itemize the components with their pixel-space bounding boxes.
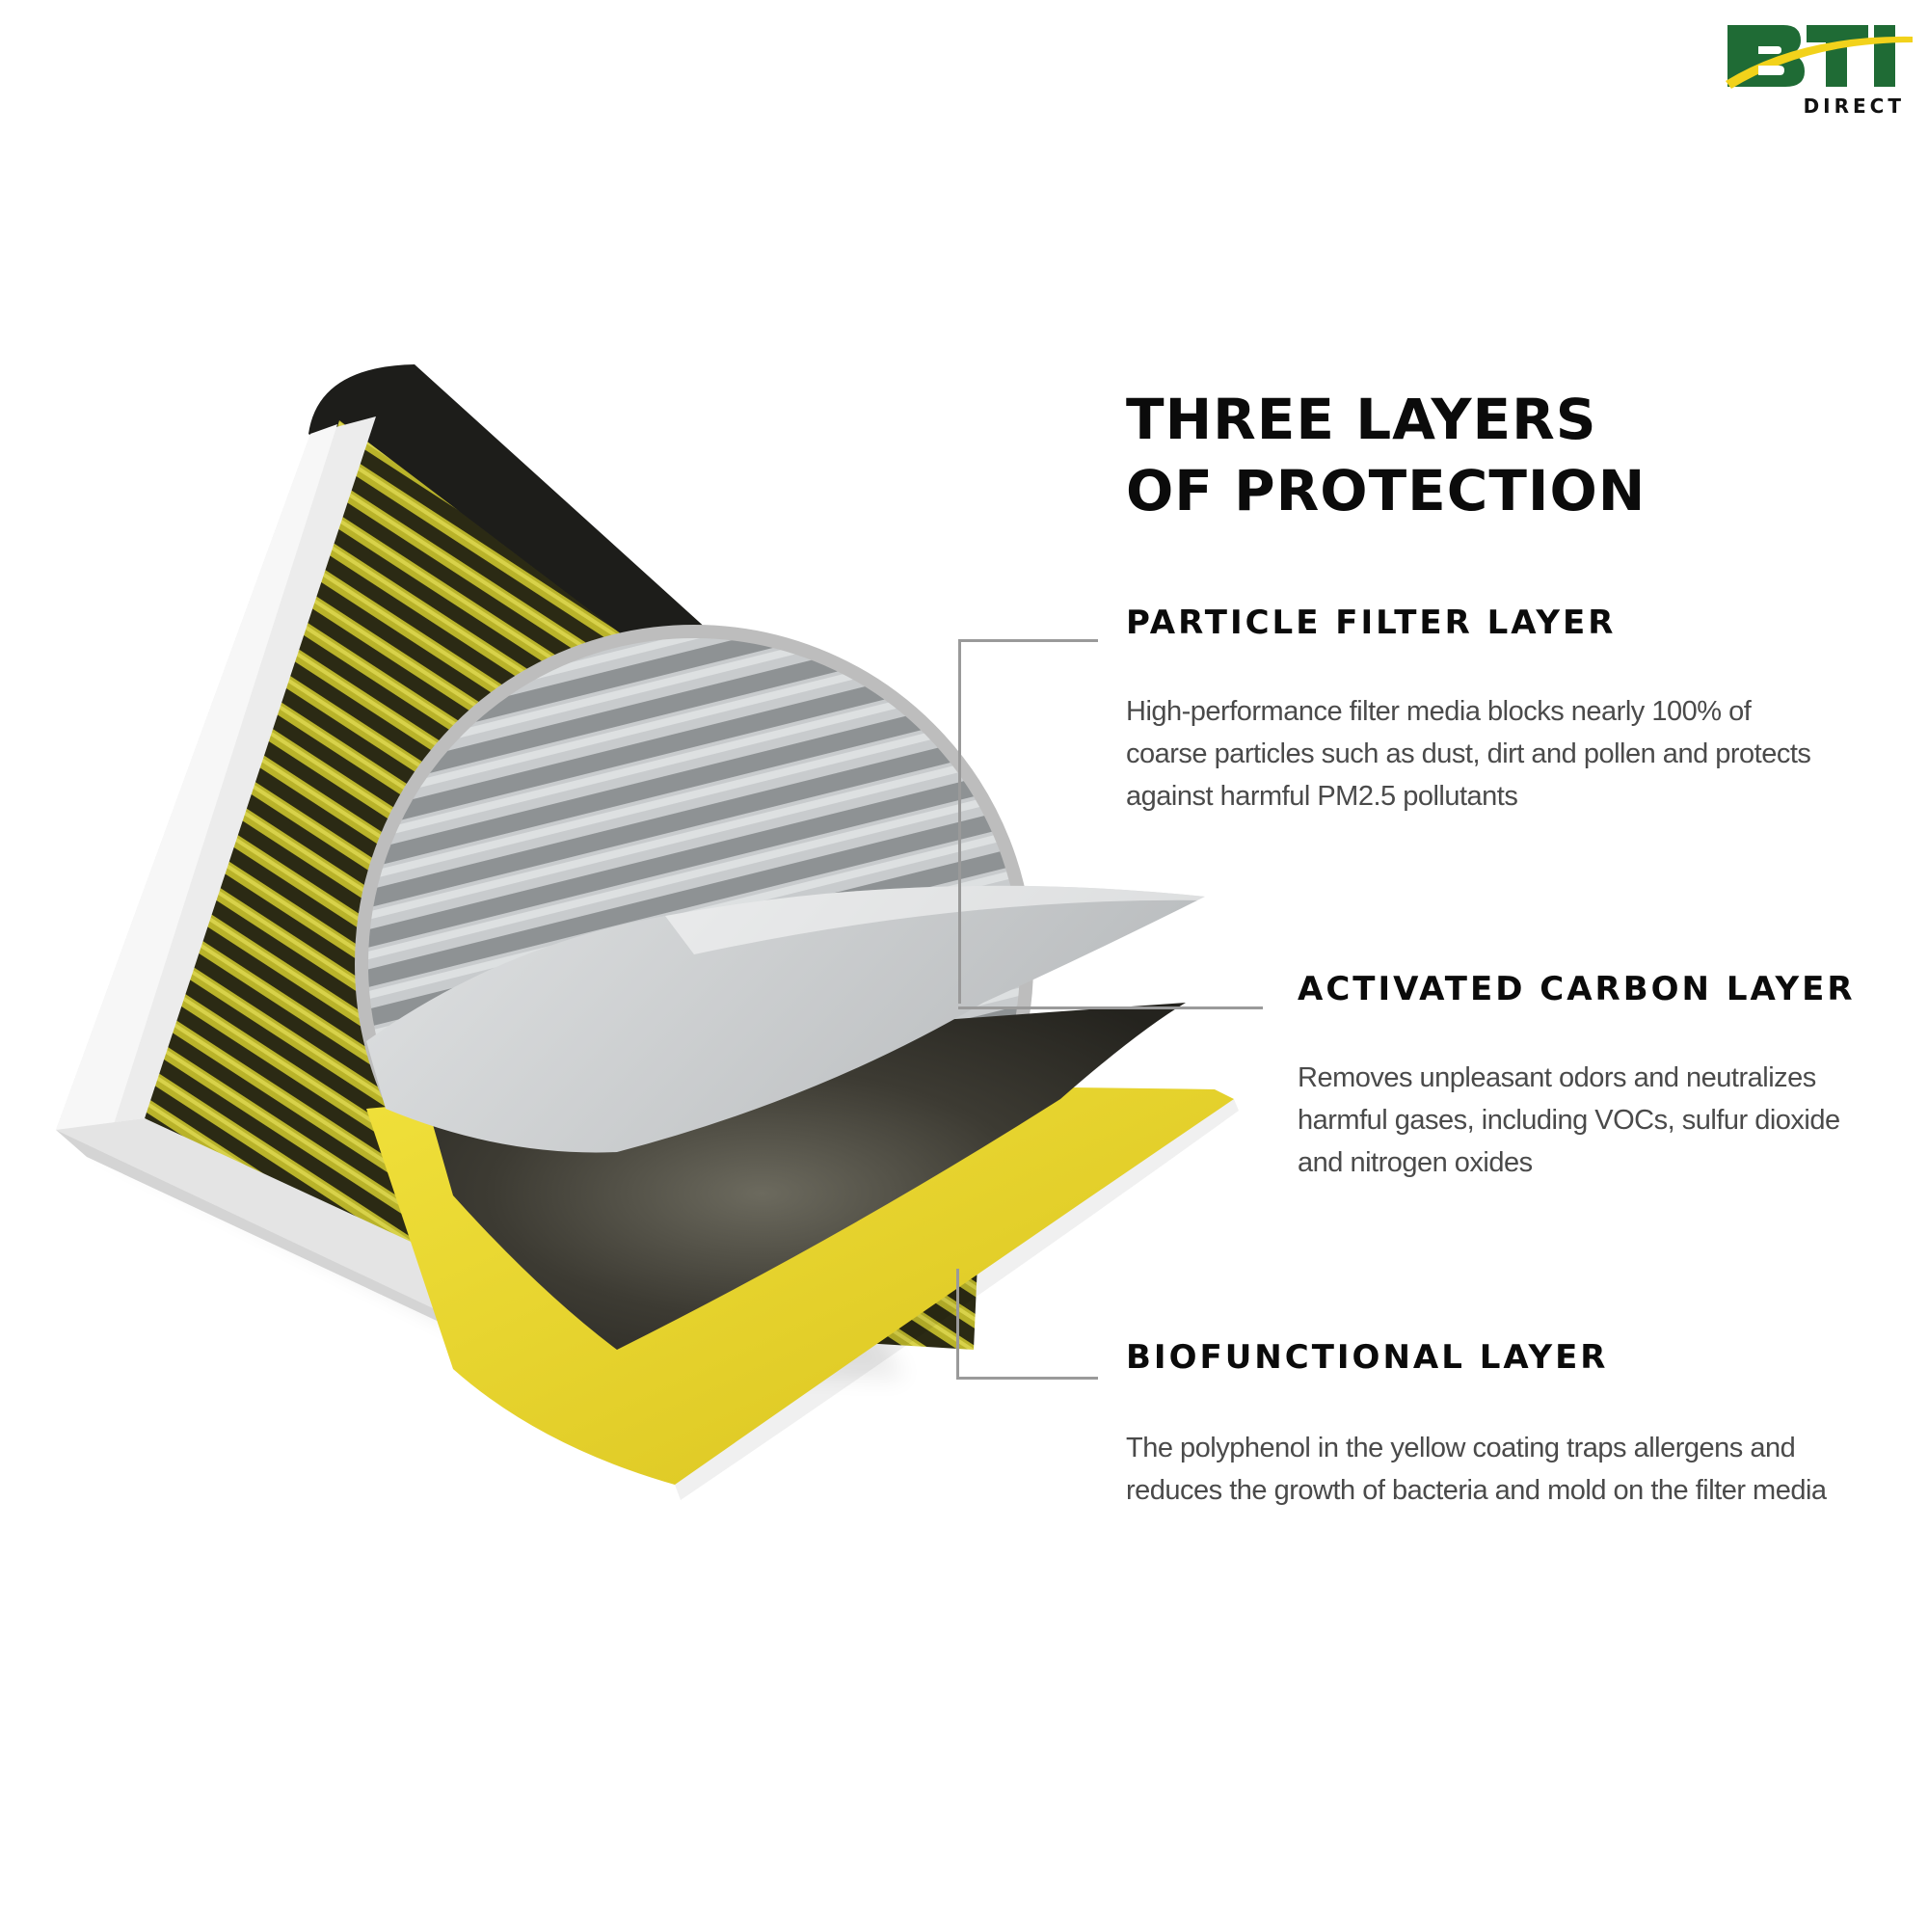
- page-title: THREE LAYERS OF PROTECTION: [1126, 384, 1646, 526]
- bio-layer-heading: BIOFUNCTIONAL LAYER: [1126, 1338, 1609, 1377]
- bio-layer-description: The polyphenol in the yellow coating tra…: [1126, 1433, 1827, 1506]
- carbon-layer-callout-line: [958, 1006, 1263, 1009]
- particle-layer-description: High-performance filter media blocks nea…: [1126, 696, 1811, 812]
- carbon-layer-description: Removes unpleasant odors and neutralizes…: [1298, 1062, 1840, 1178]
- bti-logo-icon: [1726, 25, 1913, 89]
- bio-layer-callout-line: [956, 1269, 1098, 1380]
- title-line-2: OF PROTECTION: [1126, 458, 1647, 523]
- logo-subtext: DIRECT: [1803, 94, 1905, 118]
- particle-layer-callout-line: [958, 639, 1098, 1004]
- title-line-1: THREE LAYERS: [1126, 387, 1597, 452]
- particle-layer-heading: PARTICLE FILTER LAYER: [1126, 604, 1617, 642]
- carbon-layer-heading: ACTIVATED CARBON LAYER: [1298, 970, 1856, 1008]
- brand-logo: DIRECT: [1724, 17, 1916, 123]
